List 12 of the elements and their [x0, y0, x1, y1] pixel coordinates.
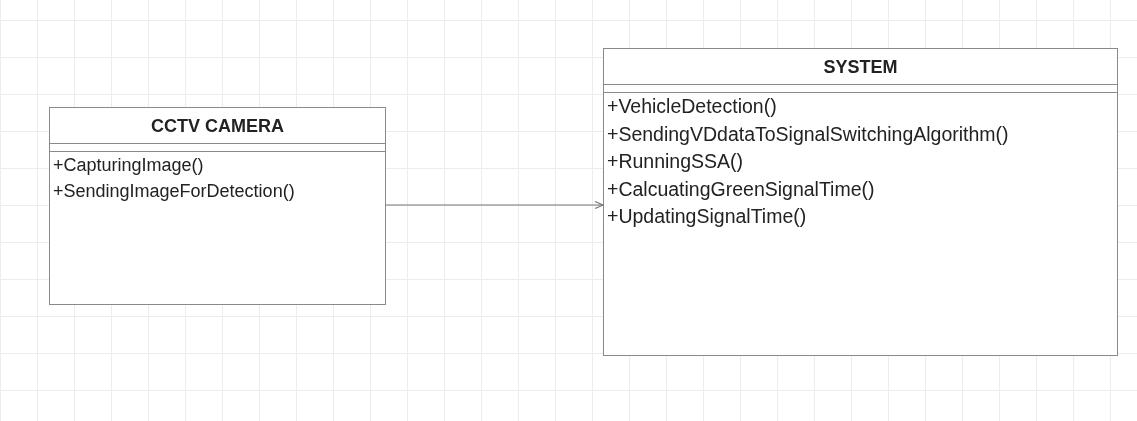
method-text: +UpdatingSignalTime() — [607, 205, 807, 227]
class-box — [603, 48, 1118, 356]
method-text: +VehicleDetection() — [607, 95, 777, 117]
method-text: +CalcuatingGreenSignalTime() — [607, 177, 875, 200]
class-name: CCTV CAMERA — [151, 116, 284, 136]
class-name: SYSTEM — [823, 57, 898, 77]
method-text: +CapturingImage() — [53, 155, 204, 175]
arrow — [385, 200, 604, 210]
method-text: +RunningSSA() — [607, 150, 744, 172]
class-box — [49, 107, 386, 305]
method-text: +SendingImageForDetection() — [53, 181, 295, 201]
method-text: +SendingVDdataToSignalSwitchingAlgorithm() — [607, 122, 1009, 145]
